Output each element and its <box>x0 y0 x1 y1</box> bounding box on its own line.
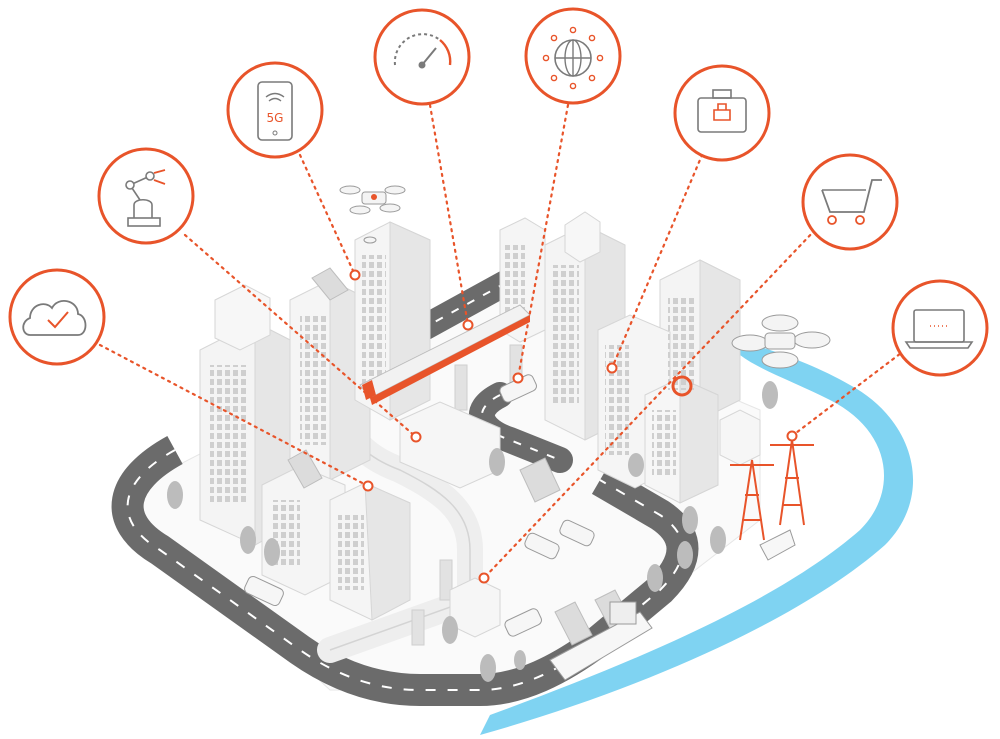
cloud-check-icon <box>8 268 106 366</box>
robot-arm-icon <box>97 147 195 245</box>
5g-label: 5G <box>267 111 284 125</box>
boats <box>549 529 796 681</box>
connector-dots <box>349 269 798 584</box>
shopping-cart-icon <box>801 153 899 251</box>
solar-panels <box>287 267 633 646</box>
train <box>359 304 531 405</box>
laptop-icon <box>891 279 989 377</box>
speedometer-icon <box>373 8 471 106</box>
helipad-marker <box>671 375 693 397</box>
river <box>480 340 914 735</box>
smartphone-5g-icon: 5G <box>226 61 324 159</box>
connector-lines <box>98 103 907 580</box>
drones <box>339 185 831 369</box>
first-aid-kit-icon <box>673 64 771 162</box>
trees <box>167 381 778 682</box>
building-windows <box>210 245 694 590</box>
globe-network-icon <box>524 7 622 105</box>
